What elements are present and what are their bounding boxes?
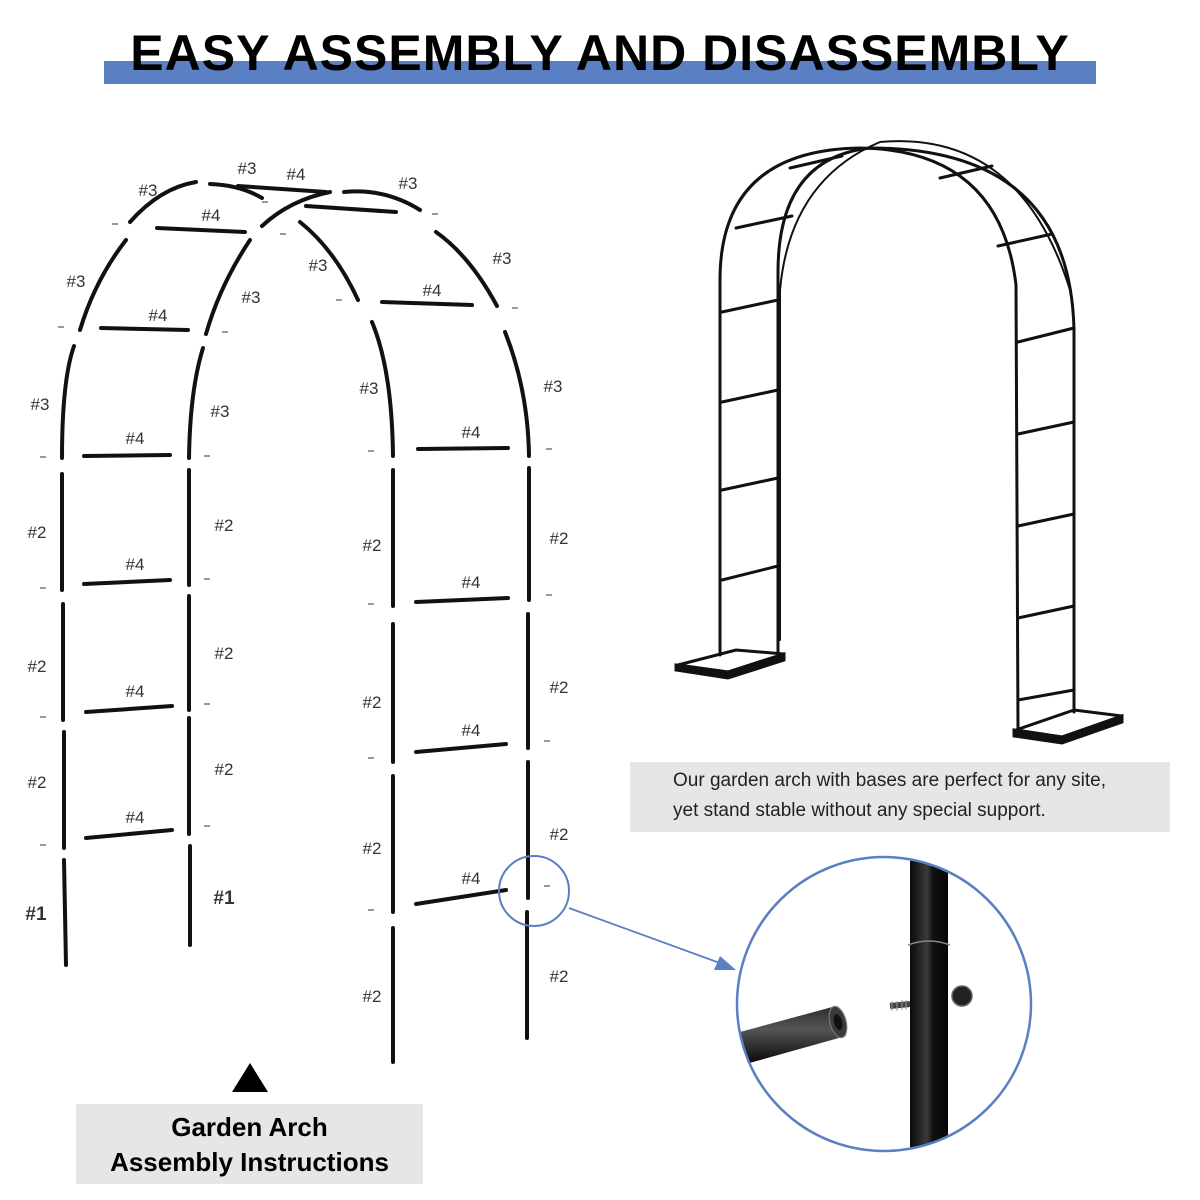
- part-label-base-pole: #1: [213, 888, 235, 909]
- part-label-crossbar: #4: [126, 429, 145, 448]
- crossbar-4: [82, 453, 172, 458]
- part-label-curved-pole: #3: [360, 379, 379, 398]
- part-label-base-pole: #1: [25, 904, 47, 925]
- exploded-arch-front: [60, 180, 332, 967]
- part-label-straight-pole: #2: [363, 536, 382, 555]
- crossbar-4: [99, 326, 190, 332]
- part-label-crossbar: #4: [126, 682, 145, 701]
- part-label-straight-pole: #2: [550, 678, 569, 697]
- part-label-crossbar: #4: [202, 206, 221, 225]
- part-label-straight-pole: #2: [215, 760, 234, 779]
- arch-base-left-edge: [674, 651, 786, 680]
- part-label-curved-pole: #3: [399, 174, 418, 193]
- assembled-arch: [674, 140, 1124, 745]
- instructions-panel: [76, 1104, 423, 1184]
- arch-base-right-edge: [1012, 713, 1124, 745]
- part-label-straight-pole: #2: [28, 657, 47, 676]
- curve-3-back-c: [503, 330, 531, 458]
- part-labels: #3 #3 #4 #3 #4 #3 #3 #3 #3 #4 #4 #3 #3 #3 #3 #4 #4 #2 #2 #2…: [25, 159, 568, 1006]
- part-label-curved-pole: #3: [211, 402, 230, 421]
- part-label-crossbar: #4: [462, 869, 481, 888]
- part-label-straight-pole: #2: [215, 644, 234, 663]
- part-label-curved-pole: #3: [309, 256, 328, 275]
- page-title: EASY ASSEMBLY AND DISASSEMBLY: [130, 25, 1070, 81]
- crossbar-4: [155, 226, 247, 234]
- callout-arrowhead-icon: [714, 956, 736, 970]
- instructions-line-2: Assembly Instructions: [110, 1147, 389, 1177]
- part-label-straight-pole: #2: [550, 967, 569, 986]
- part-label-straight-pole: #2: [363, 839, 382, 858]
- part-label-curved-pole: #3: [242, 288, 261, 307]
- arch-inner-back: [776, 146, 1076, 714]
- part-label-straight-pole: #2: [550, 529, 569, 548]
- curve-3-inner-a: [187, 346, 205, 460]
- connector-ticks: [40, 201, 552, 911]
- pole-1-left: [62, 858, 68, 967]
- arch-outer-front: [718, 146, 1020, 732]
- crossbar-4: [414, 742, 508, 754]
- curve-3-outer-a: [60, 344, 76, 460]
- part-label-curved-pole: #3: [139, 181, 158, 200]
- part-label-straight-pole: #2: [363, 693, 382, 712]
- curve-3-outer-c: [128, 180, 198, 224]
- part-label-crossbar: #4: [126, 808, 145, 827]
- crossbar-4: [416, 446, 510, 451]
- crossbar-4: [414, 888, 508, 906]
- part-label-curved-pole: #3: [67, 272, 86, 291]
- part-label-straight-pole: #2: [215, 516, 234, 535]
- curve-3-inner-c: [260, 190, 332, 228]
- instructions-line-1: Garden Arch: [171, 1112, 328, 1142]
- part-label-straight-pole: #2: [363, 987, 382, 1006]
- part-label-straight-pole: #2: [28, 773, 47, 792]
- crossbar-4: [82, 578, 172, 586]
- callout-arrow-line: [568, 907, 729, 967]
- crossbar-4: [236, 184, 328, 194]
- part-label-curved-pole: #3: [544, 377, 563, 396]
- curve-3-outer-b: [78, 238, 128, 332]
- exploded-arch-back: [298, 189, 531, 1064]
- triangle-up-icon: [232, 1063, 268, 1092]
- curve-3-back-b: [298, 220, 360, 302]
- crossbar-4: [304, 204, 398, 214]
- part-label-crossbar: #4: [462, 423, 481, 442]
- curve-3-back-e: [342, 189, 422, 212]
- part-label-curved-pole: #3: [31, 395, 50, 414]
- part-label-curved-pole: #3: [238, 159, 257, 178]
- magnifier-callout-icon: [735, 855, 1033, 1153]
- caption-panel: [630, 762, 1170, 832]
- part-label-crossbar: #4: [462, 573, 481, 592]
- part-label-crossbar: #4: [287, 165, 306, 184]
- title-underline-bar: [104, 61, 1096, 84]
- crossbar-4: [414, 596, 510, 604]
- part-label-crossbar: #4: [462, 721, 481, 740]
- connector-screw-icon: [737, 857, 1031, 1151]
- part-label-curved-pole: #3: [493, 249, 512, 268]
- curve-3-back-d: [434, 230, 499, 308]
- curve-3-inner-b: [204, 238, 252, 336]
- curve-3-back-a: [370, 320, 395, 458]
- part-label-crossbar: #4: [126, 555, 145, 574]
- caption-line-1: Our garden arch with bases are perfect f…: [673, 770, 1106, 791]
- arch-back-frame: [779, 140, 1071, 641]
- crossbar-4: [84, 828, 174, 840]
- caption-line-2: yet stand stable without any special sup…: [673, 800, 1046, 821]
- crossbar-4: [380, 300, 474, 307]
- part-label-crossbar: #4: [149, 306, 168, 325]
- crossbar-4: [84, 704, 174, 714]
- part-label-straight-pole: #2: [28, 523, 47, 542]
- part-label-straight-pole: #2: [550, 825, 569, 844]
- detail-highlight-circle: [498, 855, 570, 927]
- part-label-crossbar: #4: [423, 281, 442, 300]
